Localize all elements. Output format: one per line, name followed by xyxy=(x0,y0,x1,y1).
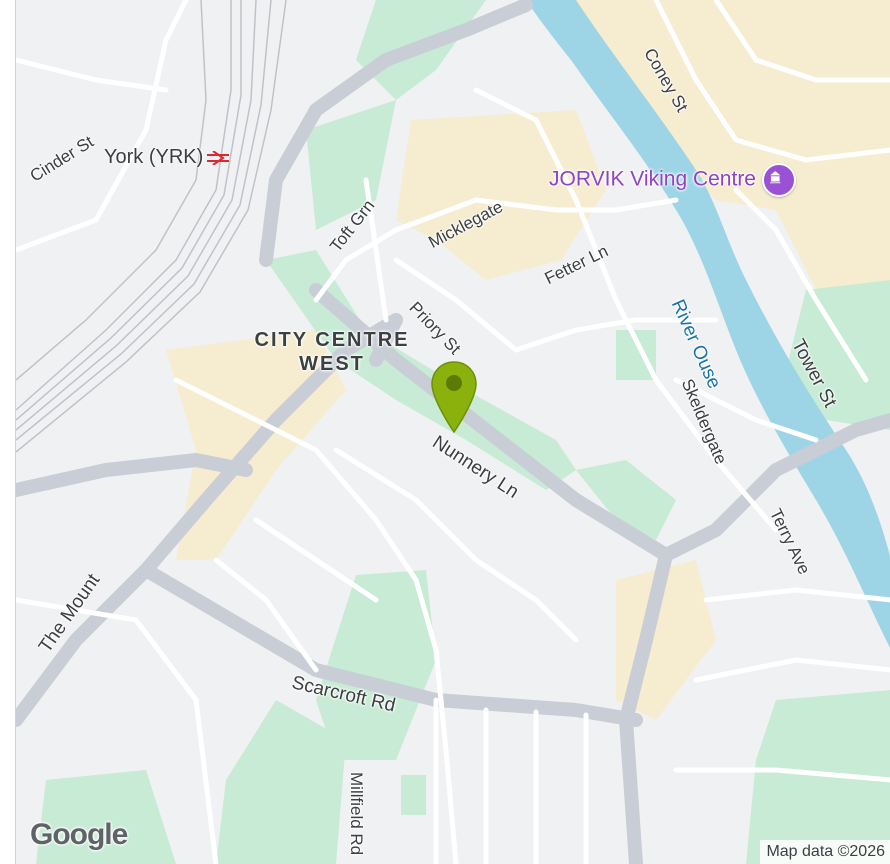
major-roads xyxy=(16,0,890,864)
map-attribution[interactable]: Map data ©2026 xyxy=(760,840,890,864)
parks xyxy=(36,0,890,864)
location-pin-icon[interactable] xyxy=(429,360,479,434)
map-canvas[interactable]: Cinder St York (YRK) Toft Grn Micklegate… xyxy=(15,0,890,864)
map-base xyxy=(16,0,890,864)
national-rail-icon xyxy=(207,150,230,165)
poi-label: JORVIK Viking Centre xyxy=(549,167,756,191)
station-label: York (YRK) xyxy=(104,146,230,169)
station-name: York (YRK) xyxy=(104,146,204,168)
street-label-millfield-rd: Millfield Rd xyxy=(347,772,366,856)
poi-jorvik-viking-centre[interactable]: JORVIK Viking Centre xyxy=(549,163,796,197)
museum-icon xyxy=(762,163,796,197)
google-logo[interactable]: Google xyxy=(30,818,128,851)
rail-lines xyxy=(16,0,287,453)
minor-roads xyxy=(16,0,890,864)
